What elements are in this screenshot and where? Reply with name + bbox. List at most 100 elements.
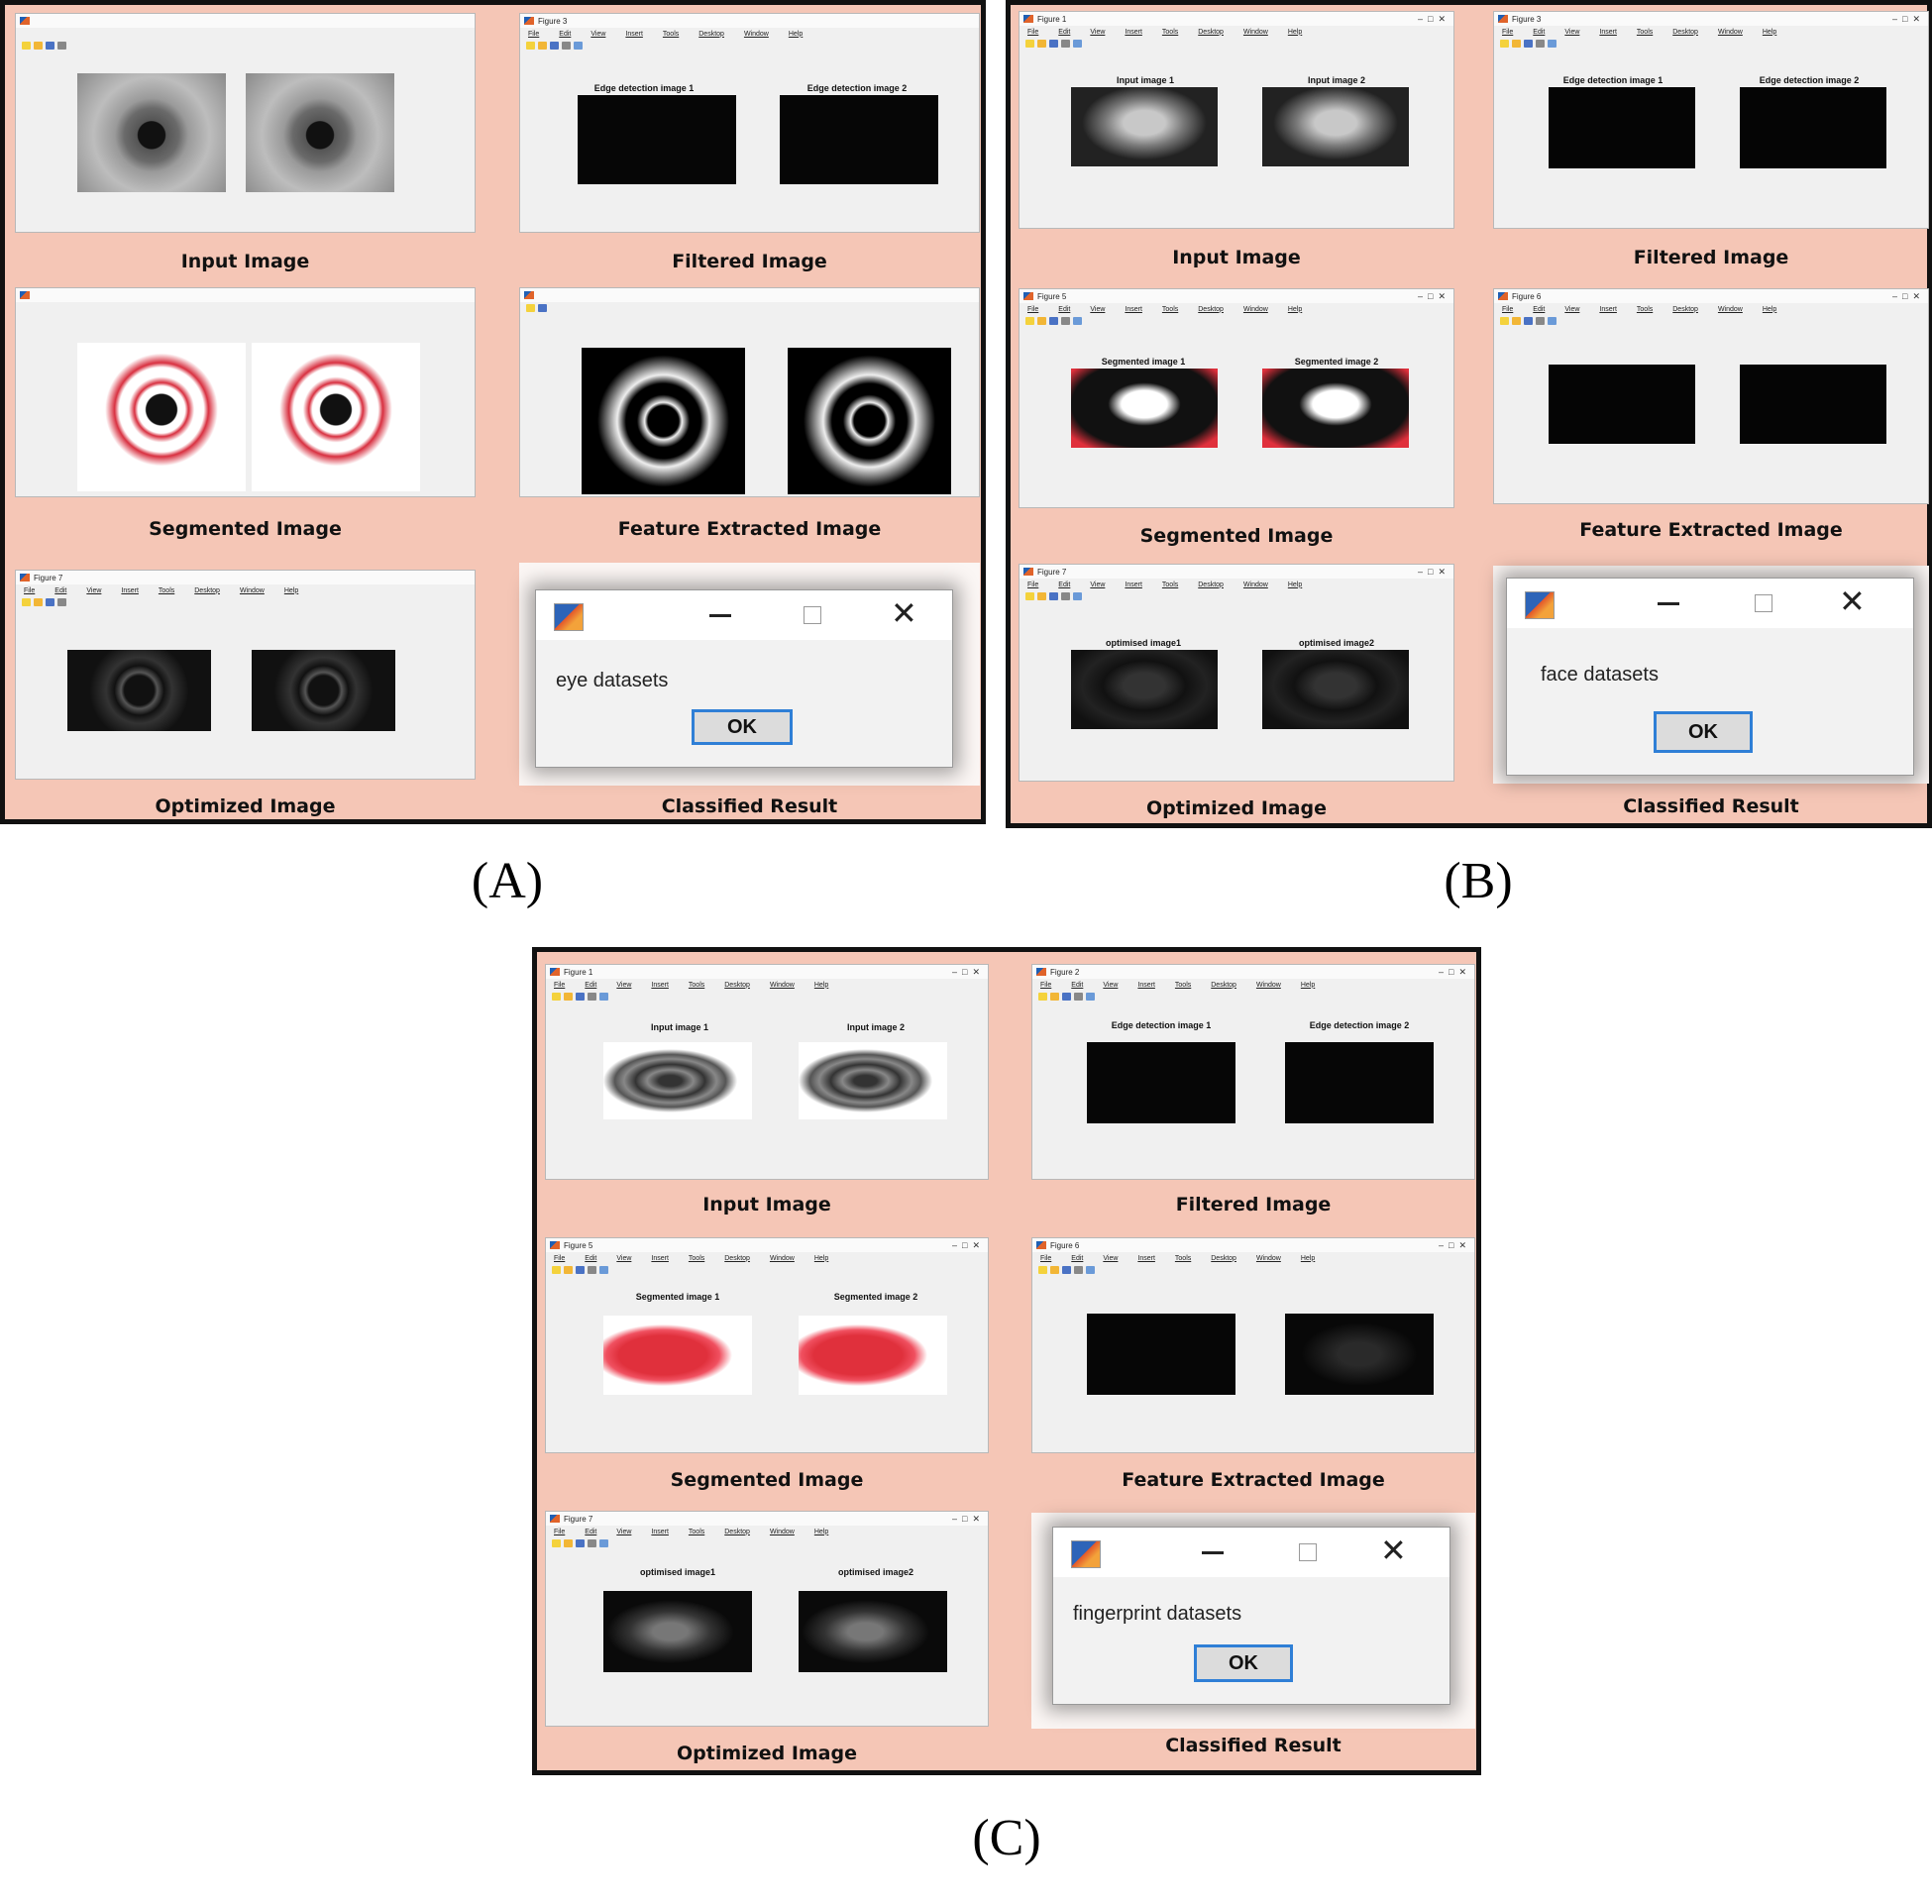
new-icon[interactable] bbox=[22, 598, 31, 606]
menu-edit[interactable]: Edit bbox=[1058, 581, 1071, 588]
window-controls[interactable]: – □ ✕ bbox=[1892, 290, 1920, 301]
new-icon[interactable] bbox=[552, 1539, 561, 1547]
menu-file[interactable]: File bbox=[1027, 305, 1039, 313]
print-icon[interactable] bbox=[57, 598, 66, 606]
new-icon[interactable] bbox=[1025, 317, 1034, 325]
save-icon[interactable] bbox=[1049, 317, 1058, 325]
zoom-icon[interactable] bbox=[1073, 317, 1082, 325]
window-controls[interactable]: – □ ✕ bbox=[952, 966, 980, 977]
menu-edit[interactable]: Edit bbox=[559, 30, 572, 38]
save-icon[interactable] bbox=[576, 1539, 585, 1547]
window-controls[interactable]: – □ ✕ bbox=[1439, 966, 1466, 977]
save-icon[interactable] bbox=[1524, 40, 1533, 48]
zoom-icon[interactable] bbox=[1073, 592, 1082, 600]
figure-window-feature[interactable] bbox=[519, 287, 980, 497]
new-icon[interactable] bbox=[1500, 40, 1509, 48]
menu-file[interactable]: File bbox=[528, 30, 540, 38]
new-icon[interactable] bbox=[1038, 993, 1047, 1001]
zoom-icon[interactable] bbox=[599, 993, 608, 1001]
menu-insert[interactable]: Insert bbox=[651, 1528, 669, 1535]
menu-window[interactable]: Window bbox=[1242, 28, 1268, 36]
menu-edit[interactable]: Edit bbox=[1058, 305, 1071, 313]
menu-view[interactable]: View bbox=[1090, 28, 1106, 36]
menu-desktop[interactable]: Desktop bbox=[724, 981, 750, 989]
menu-view[interactable]: View bbox=[1090, 305, 1106, 313]
menu-file[interactable]: File bbox=[1502, 28, 1514, 36]
menu-tools[interactable]: Tools bbox=[688, 981, 705, 989]
menu-desktop[interactable]: Desktop bbox=[1211, 981, 1236, 989]
new-icon[interactable] bbox=[552, 1266, 561, 1274]
print-icon[interactable] bbox=[1536, 40, 1545, 48]
menu-file[interactable]: File bbox=[1040, 1254, 1052, 1262]
menu-desktop[interactable]: Desktop bbox=[724, 1528, 750, 1535]
menu-file[interactable]: File bbox=[1027, 28, 1039, 36]
menu-file[interactable]: File bbox=[554, 1528, 566, 1535]
menu-desktop[interactable]: Desktop bbox=[1198, 28, 1224, 36]
open-icon[interactable] bbox=[1037, 317, 1046, 325]
menu-insert[interactable]: Insert bbox=[1137, 981, 1155, 989]
menu-insert[interactable]: Insert bbox=[1125, 305, 1142, 313]
menu-tools[interactable]: Tools bbox=[1636, 305, 1654, 313]
menu-edit[interactable]: Edit bbox=[1533, 305, 1546, 313]
menu-edit[interactable]: Edit bbox=[585, 981, 597, 989]
window-controls[interactable]: – □ ✕ bbox=[1892, 13, 1920, 24]
print-icon[interactable] bbox=[562, 42, 571, 50]
menu-tools[interactable]: Tools bbox=[1174, 981, 1192, 989]
figure-window-segmented[interactable] bbox=[15, 287, 476, 497]
new-icon[interactable] bbox=[552, 993, 561, 1001]
new-icon[interactable] bbox=[22, 42, 31, 50]
save-icon[interactable] bbox=[1049, 40, 1058, 48]
save-icon[interactable] bbox=[576, 993, 585, 1001]
open-icon[interactable] bbox=[538, 42, 547, 50]
close-icon[interactable]: ✕ bbox=[891, 595, 917, 631]
window-controls[interactable]: – □ ✕ bbox=[1418, 290, 1446, 301]
open-icon[interactable] bbox=[34, 598, 43, 606]
ok-button[interactable]: OK bbox=[1194, 1644, 1293, 1682]
save-icon[interactable] bbox=[46, 42, 54, 50]
menu-help[interactable]: Help bbox=[788, 30, 804, 38]
menu-tools[interactable]: Tools bbox=[158, 586, 175, 594]
window-controls[interactable]: – □ ✕ bbox=[1418, 566, 1446, 577]
menu-view[interactable]: View bbox=[1103, 1254, 1119, 1262]
menu-insert[interactable]: Insert bbox=[121, 586, 139, 594]
menu-help[interactable]: Help bbox=[1287, 305, 1303, 313]
menu-tools[interactable]: Tools bbox=[688, 1528, 705, 1535]
menu-insert[interactable]: Insert bbox=[1137, 1254, 1155, 1262]
ok-button[interactable]: OK bbox=[1654, 711, 1753, 753]
menu-edit[interactable]: Edit bbox=[1058, 28, 1071, 36]
menu-help[interactable]: Help bbox=[1287, 581, 1303, 588]
save-icon[interactable] bbox=[1062, 993, 1071, 1001]
menu-view[interactable]: View bbox=[590, 30, 606, 38]
menu-insert[interactable]: Insert bbox=[625, 30, 643, 38]
zoom-icon[interactable] bbox=[599, 1266, 608, 1274]
print-icon[interactable] bbox=[1074, 1266, 1083, 1274]
menu-help[interactable]: Help bbox=[1300, 1254, 1316, 1262]
print-icon[interactable] bbox=[57, 42, 66, 50]
zoom-icon[interactable] bbox=[599, 1539, 608, 1547]
menu-file[interactable]: File bbox=[1502, 305, 1514, 313]
open-icon[interactable] bbox=[1050, 1266, 1059, 1274]
menu-edit[interactable]: Edit bbox=[585, 1254, 597, 1262]
menu-insert[interactable]: Insert bbox=[1125, 28, 1142, 36]
menu-desktop[interactable]: Desktop bbox=[1198, 305, 1224, 313]
menu-window[interactable]: Window bbox=[1717, 28, 1743, 36]
open-icon[interactable] bbox=[564, 1539, 573, 1547]
menu-window[interactable]: Window bbox=[1242, 305, 1268, 313]
menu-window[interactable]: Window bbox=[743, 30, 769, 38]
menu-help[interactable]: Help bbox=[283, 586, 299, 594]
menu-file[interactable]: File bbox=[24, 586, 36, 594]
menu-desktop[interactable]: Desktop bbox=[1211, 1254, 1236, 1262]
print-icon[interactable] bbox=[1061, 40, 1070, 48]
menu-file[interactable]: File bbox=[1040, 981, 1052, 989]
open-icon[interactable] bbox=[1037, 40, 1046, 48]
menu-help[interactable]: Help bbox=[813, 981, 829, 989]
menu-insert[interactable]: Insert bbox=[1125, 581, 1142, 588]
menu-tools[interactable]: Tools bbox=[1161, 581, 1179, 588]
